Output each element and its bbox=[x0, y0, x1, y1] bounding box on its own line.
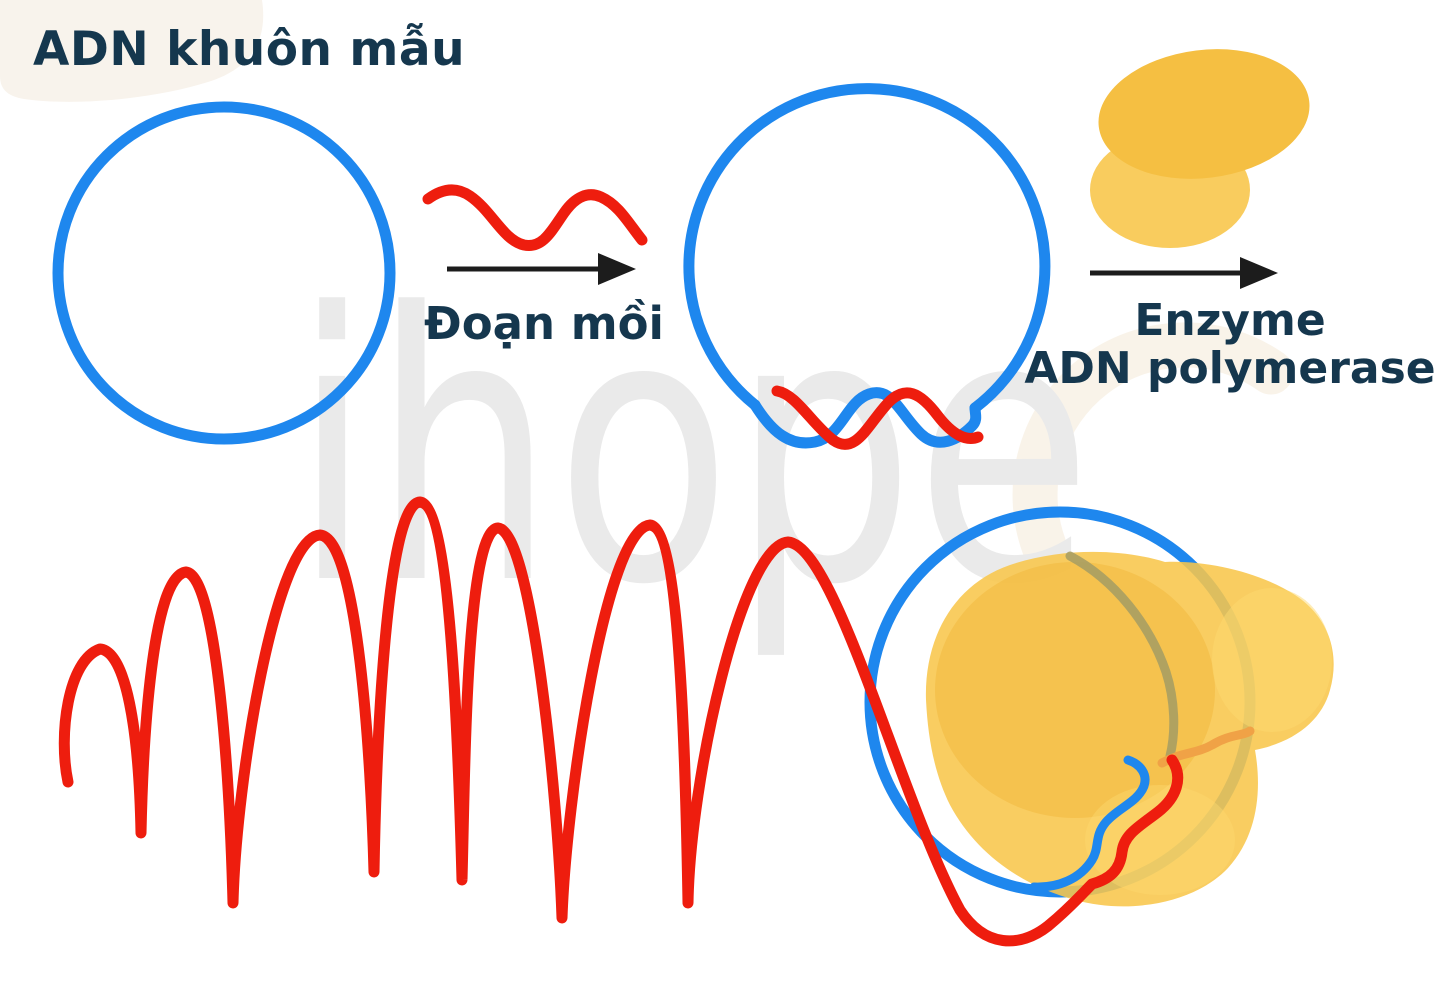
cream-blob-top-left bbox=[0, 0, 264, 102]
diagram-title: ADN khuôn mẫu bbox=[33, 22, 466, 77]
template-strand-in-enzyme bbox=[1065, 551, 1179, 761]
dna-template-circle-1 bbox=[52, 101, 396, 445]
enzyme-step-label-line2: ADN polymerase bbox=[1024, 342, 1436, 394]
enzyme-step-label: Enzyme ADN polymerase bbox=[1018, 297, 1440, 393]
dna-template-circle-2 bbox=[683, 83, 1051, 450]
arrow-right-icon bbox=[447, 253, 636, 285]
enzyme-blob-small bbox=[1090, 49, 1310, 248]
arrow-right-icon bbox=[1090, 257, 1278, 289]
nascent-strand-orange bbox=[1157, 726, 1255, 768]
primer-step-label: Đoạn mồi bbox=[424, 297, 664, 350]
helix-strand-blue bbox=[1029, 755, 1150, 892]
ssdna-product-squiggle bbox=[58, 496, 1184, 947]
cream-swoosh-right bbox=[1012, 322, 1294, 569]
primer-squiggle bbox=[422, 184, 648, 251]
enzyme-step-label-line1: Enzyme bbox=[1134, 295, 1326, 346]
annealed-primer-wave bbox=[771, 385, 984, 450]
